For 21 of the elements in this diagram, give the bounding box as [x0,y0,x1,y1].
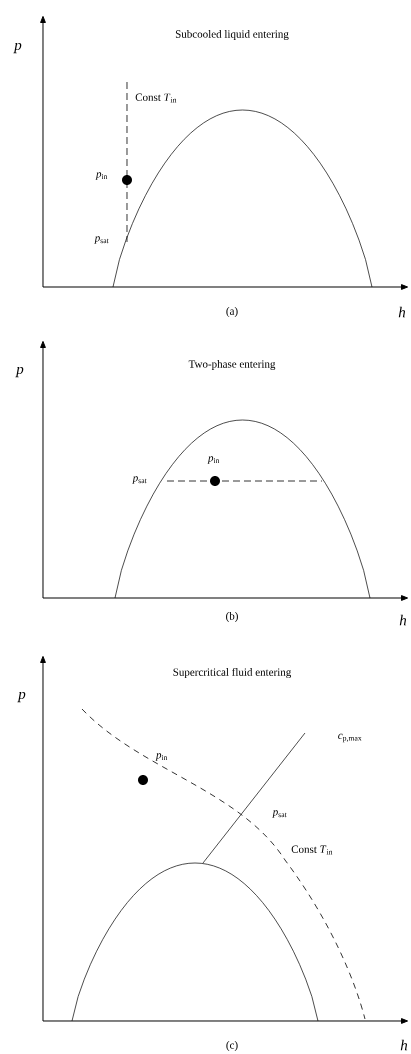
axis-label: p [13,42,22,54]
panel-title: Subcooled liquid entering [175,30,289,40]
point-label: p$_{in}$ [207,456,220,464]
axis-label: h [399,614,407,626]
axis-label: p [17,691,26,703]
axis-label: p [15,366,24,378]
panel-title: Supercritical fluid entering [173,667,292,679]
panel-caption: (a) [226,307,238,317]
axis-label: h [398,306,406,318]
panel-title: Two-phase entering [188,360,276,370]
panel-caption: (b) [226,612,238,622]
curve-label: c$_{p,max}$ [338,733,362,743]
axis-label: h [400,1039,408,1051]
point-label: p$_{sat}$ [272,810,287,818]
point-label: p$_{sat}$ [94,236,109,244]
point-label: p$_{in}$ [155,753,168,761]
point-label: p$_{in}$ [95,172,108,180]
curve-label: Const T$_{in}$ [291,845,333,855]
curve-label: Const T$_{in}$ [135,93,177,103]
panel-caption: (c) [226,1041,238,1051]
point-label: p$_{sat}$ [132,476,147,484]
